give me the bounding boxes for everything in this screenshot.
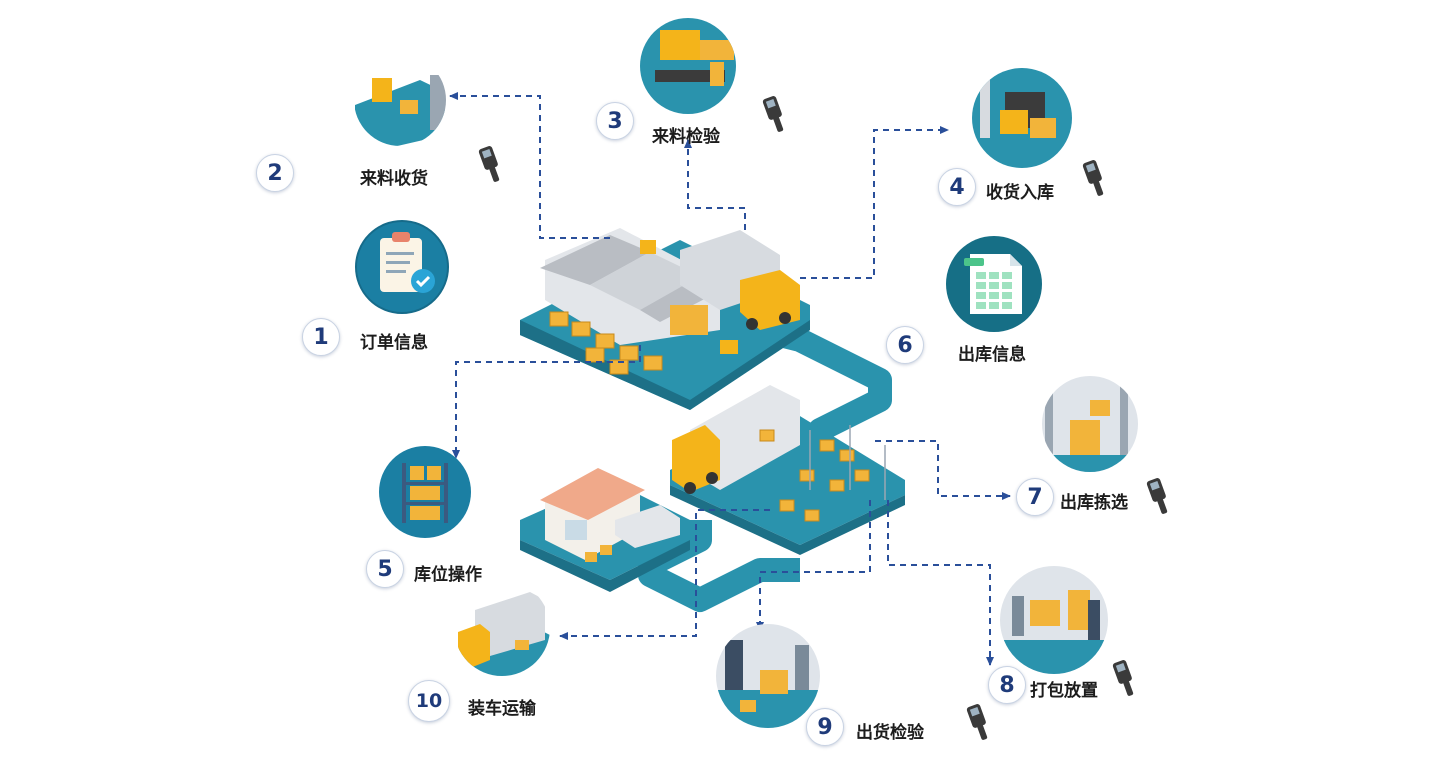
arrow-to-step5 [452,345,641,459]
van [615,505,680,548]
step-1-label: 订单信息 [360,333,428,353]
step-8-label: 打包放置 [1030,681,1098,701]
road-path-lower [638,520,800,612]
step-3-number: 3 [596,102,634,140]
shelf-boxes-icon [379,446,471,538]
rack-lines [809,425,886,500]
crate-stack [549,311,663,375]
truck-lower [672,385,800,494]
arrow-to-step3 [684,139,746,230]
spreadsheet-icon [946,236,1042,332]
step-7-label: 出库拣选 [1060,493,1128,513]
step-5-number: 5 [366,550,404,588]
arrow-to-step2 [449,92,610,239]
step-6-number: 6 [886,326,924,364]
step-4-label: 收货入库 [986,183,1054,203]
arrow-to-step9 [756,500,871,631]
forklift [640,240,738,354]
truck-upper [680,230,800,330]
clipboard-check-icon [355,220,449,314]
arrow-to-step4 [800,126,949,279]
step-6-label: 出库信息 [958,345,1026,365]
photo-step3 [640,18,736,114]
step-9-label: 出货检验 [856,723,924,743]
arrow-to-step8 [887,500,994,666]
step-2-label: 来料收货 [360,169,428,189]
step-1-number: 1 [302,318,340,356]
photo-step9 [716,624,820,728]
step-10-number: 10 [408,680,450,722]
shelving-crates [759,429,870,522]
photo-step4 [972,68,1072,168]
photo-step10 [454,580,550,676]
step-4-number: 4 [938,168,976,206]
barcode-scanner-icon [478,96,1168,740]
step-7-number: 7 [1016,478,1054,516]
photo-step7 [1042,376,1138,472]
photo-step2 [354,54,446,146]
central-scene [520,228,905,612]
step-8-number: 8 [988,666,1026,704]
store-building [540,468,645,560]
connectors [449,92,1011,666]
arrow-to-step7 [875,440,1011,500]
step-5-label: 库位操作 [414,565,482,585]
step-2-number: 2 [256,154,294,192]
warehouse-roof [540,235,650,285]
step-3-label: 来料检验 [652,127,720,147]
arrow-to-step10 [559,509,770,640]
step-10-label: 装车运输 [468,699,536,719]
photo-step8 [1000,566,1108,674]
step-9-number: 9 [806,708,844,746]
